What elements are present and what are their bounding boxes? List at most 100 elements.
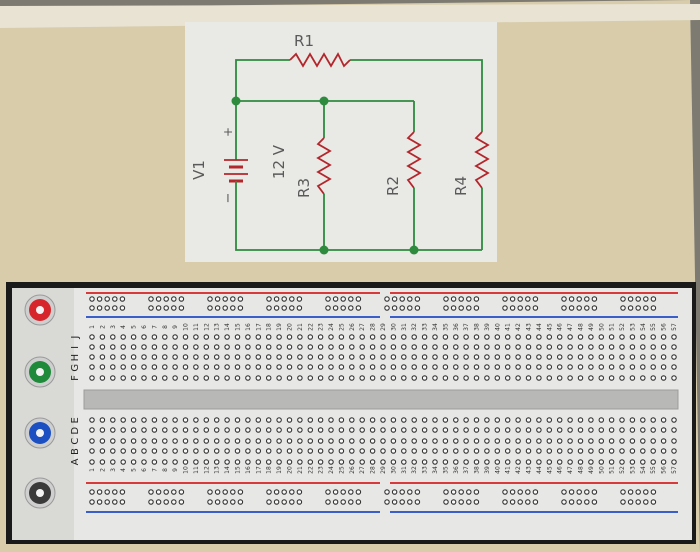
rail-hole-a-26[interactable] — [391, 296, 398, 302]
hole-lower-0-11[interactable] — [203, 417, 210, 423]
hole-upper-3-7[interactable] — [162, 364, 168, 370]
hole-lower-1-38[interactable] — [484, 427, 490, 433]
hole-lower-3-13[interactable] — [224, 448, 230, 454]
hole-lower-1-15[interactable] — [245, 427, 251, 433]
rail-hole-d-47[interactable] — [635, 499, 641, 505]
hole-lower-0-39[interactable] — [494, 417, 501, 423]
hole-lower-2-8[interactable] — [172, 438, 178, 444]
hole-upper-2-28[interactable] — [380, 354, 386, 360]
rail-hole-a-20[interactable] — [325, 296, 331, 302]
rail-hole-d-19[interactable] — [296, 499, 303, 505]
hole-upper-3-56[interactable] — [671, 364, 677, 370]
hole-lower-4-37[interactable] — [473, 459, 480, 465]
rail-hole-c-2[interactable] — [104, 489, 110, 495]
hole-upper-2-35[interactable] — [453, 354, 459, 360]
hole-lower-3-26[interactable] — [359, 448, 365, 454]
hole-lower-4-20[interactable] — [297, 459, 303, 465]
hole-lower-4-55[interactable] — [660, 459, 667, 465]
hole-lower-1-8[interactable] — [172, 427, 178, 433]
rail-hole-b-7[interactable] — [163, 305, 169, 311]
hole-upper-4-4[interactable] — [130, 375, 137, 381]
hole-upper-0-50[interactable] — [608, 334, 615, 340]
hole-upper-1-2[interactable] — [110, 344, 116, 350]
hole-upper-3-30[interactable] — [401, 364, 407, 370]
hole-lower-4-10[interactable] — [193, 459, 199, 465]
hole-lower-4-30[interactable] — [401, 459, 407, 465]
hole-upper-2-34[interactable] — [442, 354, 449, 360]
hole-upper-4-13[interactable] — [224, 375, 230, 381]
hole-upper-4-10[interactable] — [193, 375, 199, 381]
hole-lower-2-15[interactable] — [245, 438, 251, 444]
hole-lower-0-43[interactable] — [536, 417, 542, 423]
hole-lower-1-53[interactable] — [640, 427, 646, 433]
rail-hole-d-24[interactable] — [355, 499, 362, 505]
hole-upper-3-33[interactable] — [432, 364, 438, 370]
hole-lower-1-21[interactable] — [307, 427, 314, 433]
hole-upper-2-7[interactable] — [162, 354, 168, 360]
hole-upper-3-19[interactable] — [286, 364, 293, 370]
hole-upper-3-41[interactable] — [515, 364, 521, 370]
hole-lower-3-32[interactable] — [421, 448, 428, 454]
rail-hole-d-40[interactable] — [561, 499, 567, 505]
hole-lower-3-7[interactable] — [162, 448, 168, 454]
hole-upper-3-11[interactable] — [203, 364, 210, 370]
hole-upper-4-31[interactable] — [411, 375, 417, 381]
hole-lower-0-28[interactable] — [380, 417, 386, 423]
hole-upper-0-46[interactable] — [567, 334, 573, 340]
rail-hole-c-17[interactable] — [281, 489, 287, 495]
hole-lower-3-53[interactable] — [640, 448, 646, 454]
hole-lower-2-39[interactable] — [494, 438, 501, 444]
hole-upper-3-4[interactable] — [130, 364, 137, 370]
hole-upper-1-8[interactable] — [172, 344, 178, 350]
rail-hole-a-15[interactable] — [266, 296, 272, 302]
rail-hole-b-12[interactable] — [222, 305, 228, 311]
hole-lower-2-41[interactable] — [515, 438, 521, 444]
hole-upper-1-30[interactable] — [401, 344, 407, 350]
hole-upper-0-39[interactable] — [494, 334, 501, 340]
hole-lower-4-39[interactable] — [494, 459, 501, 465]
rail-hole-b-9[interactable] — [178, 305, 185, 311]
hole-lower-1-35[interactable] — [453, 427, 459, 433]
hole-lower-3-52[interactable] — [629, 448, 636, 454]
hole-lower-3-39[interactable] — [494, 448, 501, 454]
hole-upper-2-25[interactable] — [349, 354, 355, 360]
hole-lower-3-28[interactable] — [380, 448, 386, 454]
rail-hole-b-2[interactable] — [104, 305, 110, 311]
rail-hole-a-13[interactable] — [230, 296, 236, 302]
hole-upper-1-52[interactable] — [629, 344, 636, 350]
hole-upper-3-8[interactable] — [172, 364, 178, 370]
rail-hole-c-31[interactable] — [450, 489, 457, 495]
hole-upper-1-53[interactable] — [640, 344, 646, 350]
hole-upper-2-45[interactable] — [556, 354, 563, 360]
hole-lower-1-10[interactable] — [193, 427, 199, 433]
rail-hole-c-26[interactable] — [391, 489, 398, 495]
hole-lower-4-14[interactable] — [234, 459, 241, 465]
hole-lower-4-28[interactable] — [380, 459, 386, 465]
hole-upper-4-30[interactable] — [401, 375, 407, 381]
hole-upper-0-8[interactable] — [172, 334, 178, 340]
hole-lower-4-0[interactable] — [89, 459, 95, 465]
hole-lower-0-38[interactable] — [484, 417, 490, 423]
rail-hole-d-39[interactable] — [532, 499, 539, 505]
hole-upper-2-24[interactable] — [338, 354, 345, 360]
hole-lower-4-4[interactable] — [130, 459, 137, 465]
rail-hole-d-43[interactable] — [584, 499, 590, 505]
hole-lower-4-13[interactable] — [224, 459, 230, 465]
black-terminal[interactable] — [24, 477, 56, 509]
hole-lower-1-48[interactable] — [588, 427, 594, 433]
rail-hole-b-14[interactable] — [237, 305, 244, 311]
hole-upper-3-44[interactable] — [546, 364, 553, 370]
rail-hole-b-45[interactable] — [620, 305, 626, 311]
rail-hole-c-14[interactable] — [237, 489, 244, 495]
red-terminal[interactable] — [24, 294, 56, 326]
hole-upper-0-41[interactable] — [515, 334, 521, 340]
hole-lower-1-46[interactable] — [567, 427, 573, 433]
hole-lower-0-52[interactable] — [629, 417, 636, 423]
rail-hole-d-30[interactable] — [443, 499, 449, 505]
rail-hole-c-8[interactable] — [171, 489, 177, 495]
hole-upper-0-21[interactable] — [307, 334, 314, 340]
hole-upper-3-51[interactable] — [619, 364, 625, 370]
hole-upper-3-42[interactable] — [525, 364, 532, 370]
hole-lower-0-56[interactable] — [671, 417, 677, 423]
hole-lower-3-46[interactable] — [567, 448, 573, 454]
